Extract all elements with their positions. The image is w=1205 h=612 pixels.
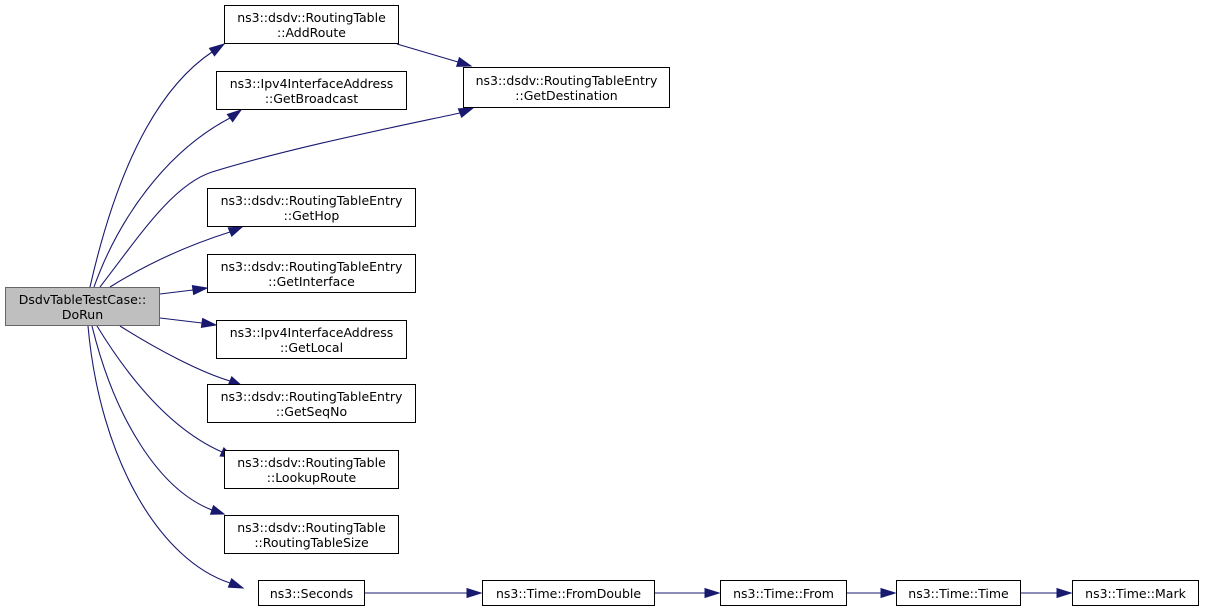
edge-dorun-to-getseqno [119,325,231,382]
node-routingtablesize[interactable]: ns3::dsdv::RoutingTable::RoutingTableSiz… [224,515,399,554]
node-getdestination[interactable]: ns3::dsdv::RoutingTableEntry::GetDestina… [463,67,670,108]
node-label-line: DoRun [61,306,104,322]
edge-addroute-to-getdestination [396,43,459,63]
node-label-line: ::GetSeqNo [275,403,348,419]
node-label-line: ns3::dsdv::RoutingTableEntry [220,258,403,274]
node-label-line: ::GetInterface [268,273,355,289]
node-lookuproute[interactable]: ns3::dsdv::RoutingTable::LookupRoute [224,450,399,489]
edge-dorun-to-getdestination [99,112,461,288]
arrowhead-time-to-mark [1056,587,1073,599]
node-label-line: ns3::Ipv4InterfaceAddress [229,324,394,340]
arrowhead-dorun-to-getbroadcast [226,109,243,123]
node-label-line: ::RoutingTableSize [254,534,369,550]
node-getlocal[interactable]: ns3::Ipv4InterfaceAddress::GetLocal [216,320,407,359]
node-label-line: ns3::Ipv4InterfaceAddress [229,75,394,91]
node-getinterface[interactable]: ns3::dsdv::RoutingTableEntry::GetInterfa… [207,254,416,293]
edge-dorun-to-seconds [87,325,231,584]
arrowhead-dorun-to-addroute [208,43,226,57]
node-getbroadcast[interactable]: ns3::Ipv4InterfaceAddress::GetBroadcast [216,71,407,110]
node-label-line: ns3::dsdv::RoutingTable [237,519,386,535]
edge-dorun-to-lookuproute [96,325,223,453]
node-label-line: ns3::Time::Time [908,585,1009,601]
node-fromdouble[interactable]: ns3::Time::FromDouble [482,580,655,606]
node-label-line: DsdvTableTestCase:: [18,291,147,307]
node-label-line: ::GetBroadcast [264,90,359,106]
edge-dorun-to-getinterface [159,289,194,295]
arrowhead-dorun-to-gethop [227,226,244,237]
node-label-line: ::LookupRoute [266,469,357,485]
edge-dorun-to-getlocal [159,317,203,324]
node-seconds[interactable]: ns3::Seconds [258,580,365,606]
node-label-line: ns3::dsdv::RoutingTable [237,9,386,25]
node-label-line: ::GetDestination [515,87,618,103]
node-addroute[interactable]: ns3::dsdv::RoutingTable::AddRoute [224,5,399,44]
arrowhead-dorun-to-getdestination [457,107,475,119]
node-dorun: DsdvTableTestCase::DoRun [5,287,160,326]
node-gethop[interactable]: ns3::dsdv::RoutingTableEntry::GetHop [207,188,416,227]
edge-dorun-to-addroute [89,51,213,288]
node-label-line: ns3::Time::Mark [1085,585,1186,601]
arrowhead-addroute-to-getdestination [455,56,473,67]
node-time[interactable]: ns3::Time::Time [896,580,1021,606]
arrowhead-dorun-to-getlocal [200,317,218,329]
node-label-line: ::AddRoute [277,24,346,40]
node-label-line: ns3::dsdv::RoutingTableEntry [220,388,403,404]
edge-dorun-to-routingtablesize [91,325,213,511]
node-label-line: ::GetLocal [279,339,344,355]
node-from[interactable]: ns3::Time::From [720,580,847,606]
arrowhead-seconds-to-fromdouble [466,587,483,599]
arrowhead-dorun-to-getinterface [191,284,209,296]
node-label-line: ns3::Time::From [733,585,834,601]
node-label-line: ns3::dsdv::RoutingTable [237,454,386,470]
arrowhead-dorun-to-routingtablesize [209,504,226,515]
node-mark[interactable]: ns3::Time::Mark [1072,580,1199,606]
edge-dorun-to-getbroadcast [93,117,231,288]
arrowhead-from-to-time [880,587,897,599]
node-label-line: ns3::Time::FromDouble [495,585,642,601]
arrowhead-dorun-to-seconds [227,577,245,589]
node-label-line: ns3::dsdv::RoutingTableEntry [220,192,403,208]
node-label-line: ::GetHop [283,207,340,223]
node-label-line: ns3::Seconds [269,585,354,601]
node-label-line: ns3::dsdv::RoutingTableEntry [475,72,658,88]
arrowhead-fromdouble-to-from [704,587,721,599]
node-getseqno[interactable]: ns3::dsdv::RoutingTableEntry::GetSeqNo [207,384,416,423]
edge-dorun-to-gethop [109,231,231,288]
